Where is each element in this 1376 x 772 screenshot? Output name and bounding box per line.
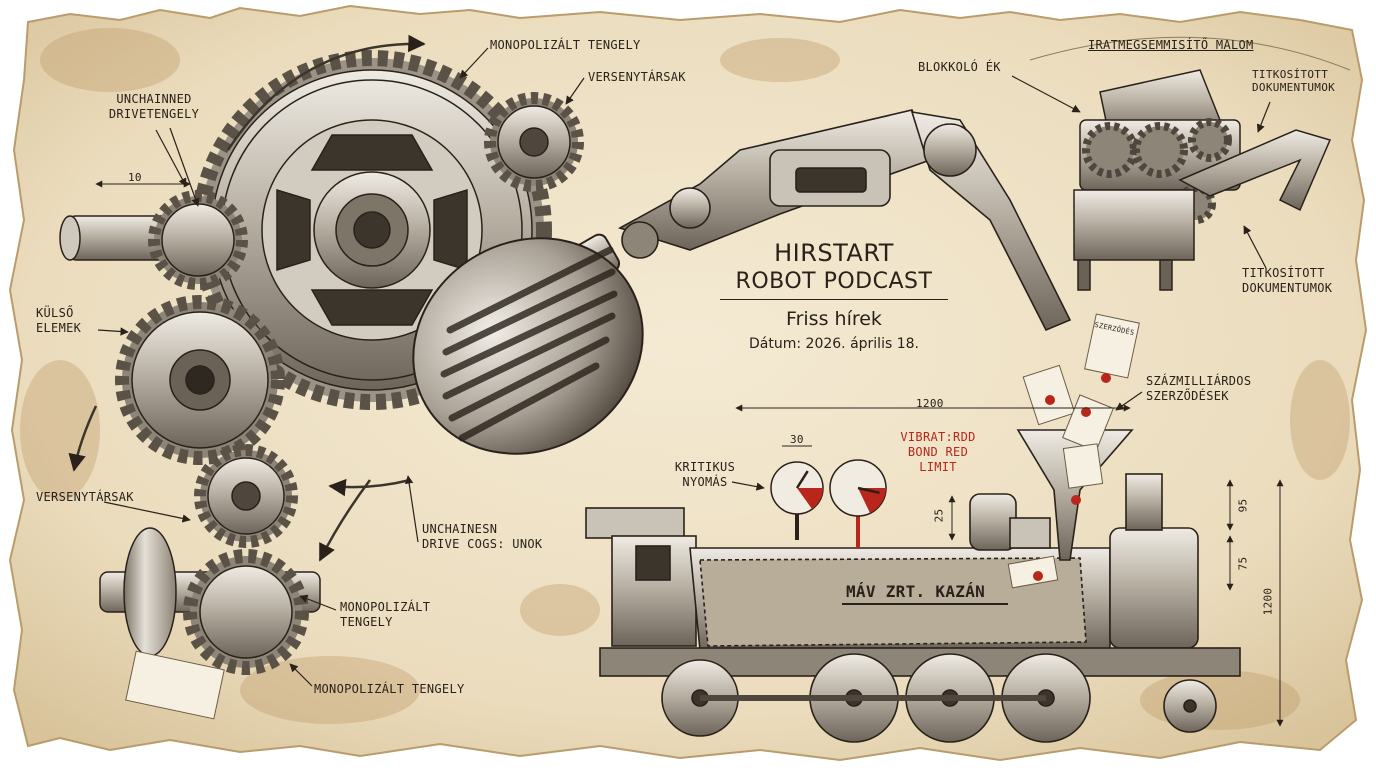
label-critical-pressure-line1: KRITIKUS — [674, 460, 736, 474]
dim-shaft-length: 10 — [128, 171, 142, 184]
red-limit-gauge — [829, 459, 887, 548]
label-classified-docs-bottom-line2: DOKUMENTUMOK — [1242, 281, 1333, 295]
label-external-elements-line2: ELEMEK — [36, 321, 82, 335]
label-red-limit-line2: BOND RED — [907, 445, 969, 459]
locomotive — [585, 429, 1241, 743]
competitor-gear-top — [484, 92, 584, 192]
external-gear — [115, 295, 285, 465]
dim-dome-height: 25 — [932, 508, 946, 523]
label-monopolized-shaft-top: MONOPOLIZÁLT TENGELY — [490, 38, 641, 52]
competitor-gear-mid — [194, 444, 298, 548]
dimension-lines — [95, 180, 1284, 727]
dim-gauge-spacing: 30 — [790, 433, 804, 446]
label-monopolized-shaft-bottom: MONOPOLIZÁLT TENGELY — [314, 682, 465, 696]
title-divider — [720, 299, 948, 300]
label-external-elements-line1: KÜLSŐ — [36, 306, 74, 320]
podcast-title: HIRSTART — [774, 239, 894, 267]
label-blocking-wedge: BLOKKOLÓ ÉK — [918, 60, 1001, 74]
label-competitors-left: VERSENYTÁRSAK — [36, 490, 134, 504]
label-unchained-cogs-line1: UNCHAINESN — [422, 522, 498, 536]
paper-stains — [20, 28, 1350, 730]
label-classified-docs-bottom-line1: TITKOSÍTOTT — [1242, 266, 1325, 280]
label-competitors-top: VERSENYTÁRSAK — [588, 70, 686, 84]
label-classified-docs-top-line1: TITKOSÍTOTT — [1252, 68, 1329, 81]
label-classified-docs-top-line2: DOKUMENTUMOK — [1252, 81, 1336, 94]
label-critical-pressure: KRITIKUS NYOMÁS — [672, 460, 738, 490]
label-red-limit-line1: VIBRAT:RDD — [900, 430, 976, 444]
label-unchained-shaft: UNCHAINNED DRIVETENGELY — [96, 92, 212, 122]
label-monopolized-shaft-mid-line2: TENGELY — [340, 615, 393, 629]
podcast-subtitle: ROBOT PODCAST — [735, 269, 933, 294]
document-shredder — [1029, 36, 1351, 291]
label-classified-docs-top: TITKOSÍTOTT DOKUMENTUMOK — [1252, 68, 1335, 94]
label-classified-docs-bottom: TITKOSÍTOTT DOKUMENTUMOK — [1242, 266, 1332, 296]
label-monopolized-shaft-mid-line1: MONOPOLIZÁLT — [340, 600, 431, 614]
dim-total-height: 1200 — [1261, 587, 1275, 616]
label-unchained-cogs-line2: DRIVE COGS: UNOK — [422, 537, 543, 551]
label-critical-pressure-line2: NYOMÁS — [682, 475, 728, 489]
label-monopolized-shaft-mid: MONOPOLIZÁLT TENGELY — [340, 600, 430, 630]
robot-arm — [617, 109, 1072, 332]
label-external-elements: KÜLSŐ ELEMEK — [36, 306, 81, 336]
label-billion-contracts-line2: SZERZŐDÉSEK — [1146, 389, 1229, 403]
title-block: HIRSTART ROBOT PODCAST Friss hírek Dátum… — [700, 238, 968, 356]
drive-gear — [148, 190, 248, 290]
label-red-limit: VIBRAT:RDD BOND RED LIMIT — [888, 430, 988, 475]
label-boiler: MÁV ZRT. KAZÁN — [846, 582, 986, 601]
podcast-tagline: Friss hírek — [786, 308, 882, 330]
label-billion-contracts-line1: SZÁZMILLIÁRDOS — [1146, 374, 1252, 388]
lower-gear — [183, 549, 309, 675]
critical-pressure-gauge — [770, 461, 824, 540]
label-red-limit-line3: LIMIT — [919, 460, 957, 474]
microphone — [412, 233, 644, 455]
label-unchained-shaft-line1: UNCHAINNED — [116, 92, 192, 106]
podcast-date: Dátum: 2026. április 18. — [749, 336, 919, 352]
dim-locomotive-length: 1200 — [916, 397, 944, 410]
leader-lines — [97, 47, 1271, 687]
label-unchained-shaft-line2: DRIVETENGELY — [108, 107, 200, 121]
dim-chimney-lower: 75 — [1236, 556, 1250, 571]
label-unchained-cogs: UNCHAINESN DRIVE COGS: UNOK — [422, 522, 542, 552]
dim-chimney-upper: 95 — [1236, 498, 1250, 513]
rotation-arrows — [68, 34, 426, 562]
label-shredder-title: IRATMEGSEMMISÍTŐ MALOM — [1088, 38, 1254, 52]
label-billion-contracts: SZÁZMILLIÁRDOS SZERZŐDÉSEK — [1146, 374, 1251, 404]
